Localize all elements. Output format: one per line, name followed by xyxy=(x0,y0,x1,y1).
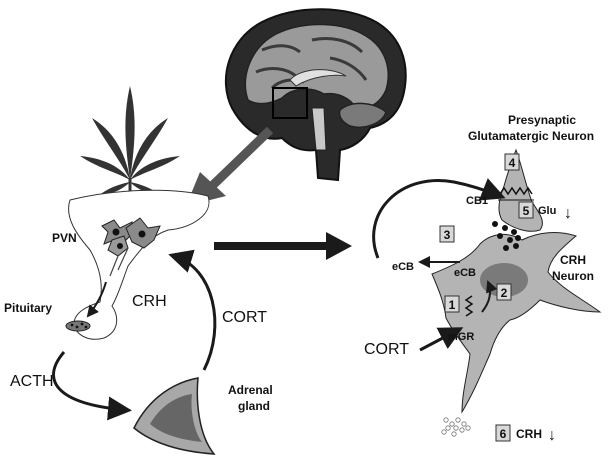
mgr-to-ecb-arrow xyxy=(481,280,498,313)
ecb-retrograde-arrow xyxy=(372,178,506,259)
crh-release-vesicles xyxy=(441,417,471,437)
acth-arrow xyxy=(52,351,132,421)
cort-to-mgr-arrow xyxy=(419,327,464,352)
step-box-6: 6 xyxy=(495,424,511,442)
label-presynaptic-line1: Presynaptic xyxy=(508,113,576,127)
step-box-2: 2 xyxy=(496,283,512,301)
label-pvn: PVN xyxy=(52,231,77,245)
label-cort-left: CORT xyxy=(222,309,267,326)
label-glu: Glu xyxy=(538,205,556,217)
mgr-receptor-icon xyxy=(464,295,474,317)
label-presynaptic-line2: Glutamatergic Neuron xyxy=(468,129,594,143)
crh-neuron xyxy=(431,232,602,414)
svg-text:1: 1 xyxy=(449,298,456,312)
label-adrenal-line1: Adrenal xyxy=(228,383,273,397)
label-ecb-outer: eCB xyxy=(392,261,414,273)
label-pituitary: Pituitary xyxy=(4,301,52,315)
label-mgr: mGR xyxy=(448,331,474,343)
label-adrenal-line2: gland xyxy=(238,399,270,413)
cannabis-leaf-icon xyxy=(80,86,180,210)
pvn-neurons xyxy=(101,217,161,277)
label-crh-left: CRH xyxy=(132,293,167,310)
crh-decrease-arrow: ↓ xyxy=(548,427,556,444)
label-acth: ACTH xyxy=(10,373,54,390)
hypothalamus-pituitary-outline xyxy=(68,189,210,340)
svg-text:2: 2 xyxy=(501,286,508,300)
brain-sagittal-illustration xyxy=(224,8,407,182)
pituitary-cells xyxy=(65,320,91,332)
label-cort-right: CORT xyxy=(364,341,409,358)
crh-arrow-to-pituitary xyxy=(86,281,107,318)
svg-text:3: 3 xyxy=(444,228,451,242)
label-crh-release: CRH xyxy=(516,427,542,441)
glutamate-vesicles xyxy=(492,221,521,251)
glu-decrease-arrow: ↓ xyxy=(564,205,572,222)
zoom-arrow-to-synapse xyxy=(214,232,352,260)
adrenal-gland xyxy=(133,377,216,455)
label-ecb-inner: eCB xyxy=(454,267,476,279)
cort-feedback-arrow xyxy=(168,249,217,371)
label-crh-neuron-line1: CRH xyxy=(560,253,586,267)
svg-text:4: 4 xyxy=(509,156,516,170)
label-cb1: CB1 xyxy=(466,195,488,207)
step-box-1: 1 xyxy=(444,295,460,313)
step-box-5: 5 xyxy=(518,201,534,219)
label-crh-neuron-line2: Neuron xyxy=(552,269,594,283)
step-box-3: 3 xyxy=(439,225,455,243)
svg-text:6: 6 xyxy=(500,427,507,441)
svg-text:5: 5 xyxy=(523,204,530,218)
step-box-4: 4 xyxy=(504,153,520,171)
